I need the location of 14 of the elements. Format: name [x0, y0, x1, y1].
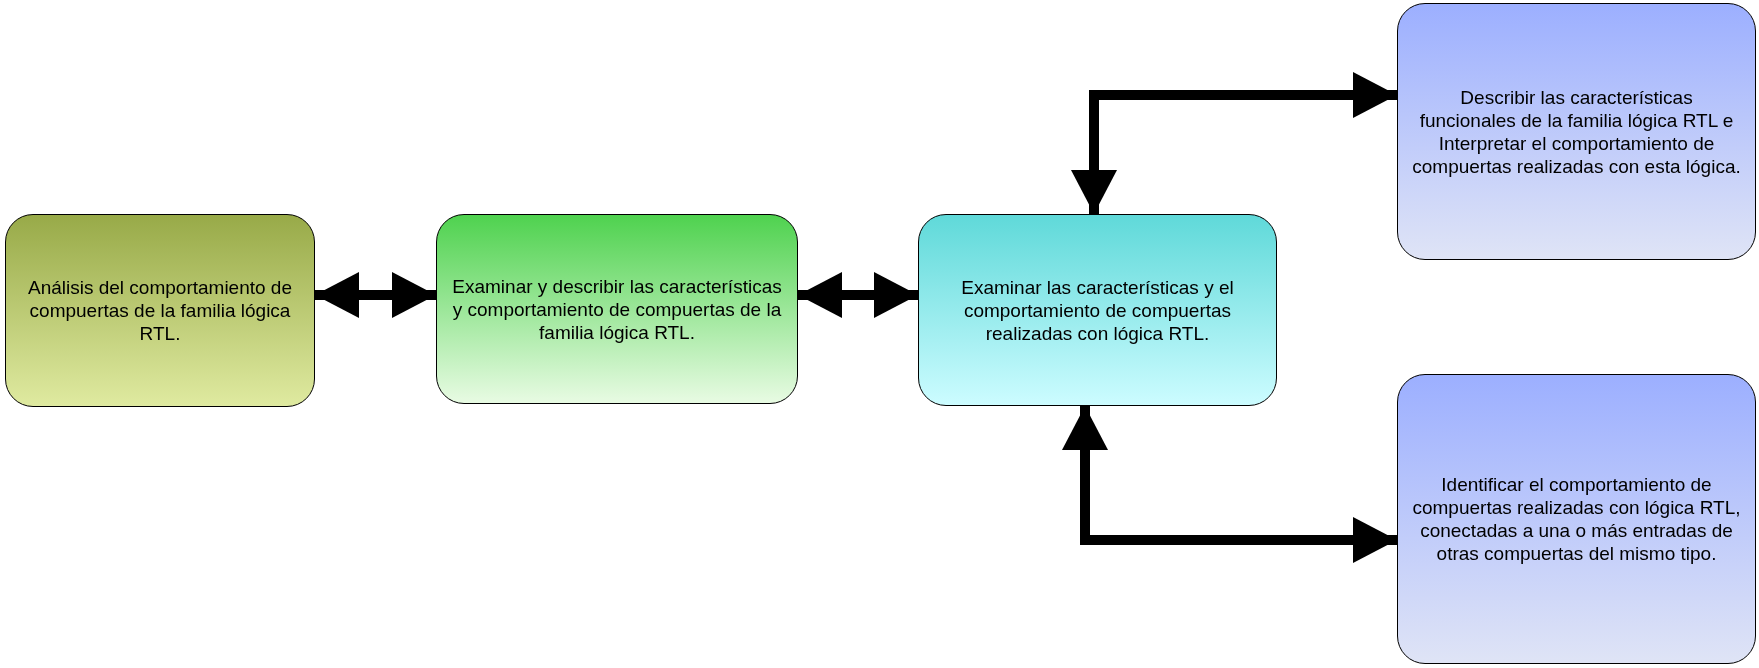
box-text: Examinar y describir las características y comportamiento de compuertas de la familia lógica RTL.: [451, 274, 783, 344]
double-arrow: [1062, 406, 1397, 563]
box-text: Identificar el comportamiento de compuertas realizadas con lógica RTL, conectadas a una o más entradas de otras compuertas del mismo tipo.: [1412, 473, 1741, 565]
double-arrow: [315, 272, 436, 318]
box-text: Examinar las características y el comportamiento de compuertas realizadas con lógica RTL.: [960, 275, 1235, 345]
process-box: [1397, 3, 1756, 260]
double-arrow: [798, 272, 918, 318]
process-box: [1397, 374, 1756, 664]
process-box: [5, 214, 315, 407]
box-text: Análisis del comportamiento de compuertas de la familia lógica RTL.: [27, 276, 293, 345]
box-text: Describir las características funcionales de la familia lógica RTL e Interpretar el comportamiento de compuertas realizadas con esta lógica.: [1412, 85, 1741, 178]
process-box: [918, 214, 1277, 406]
double-arrow: [1071, 72, 1397, 214]
process-box: [436, 214, 798, 404]
